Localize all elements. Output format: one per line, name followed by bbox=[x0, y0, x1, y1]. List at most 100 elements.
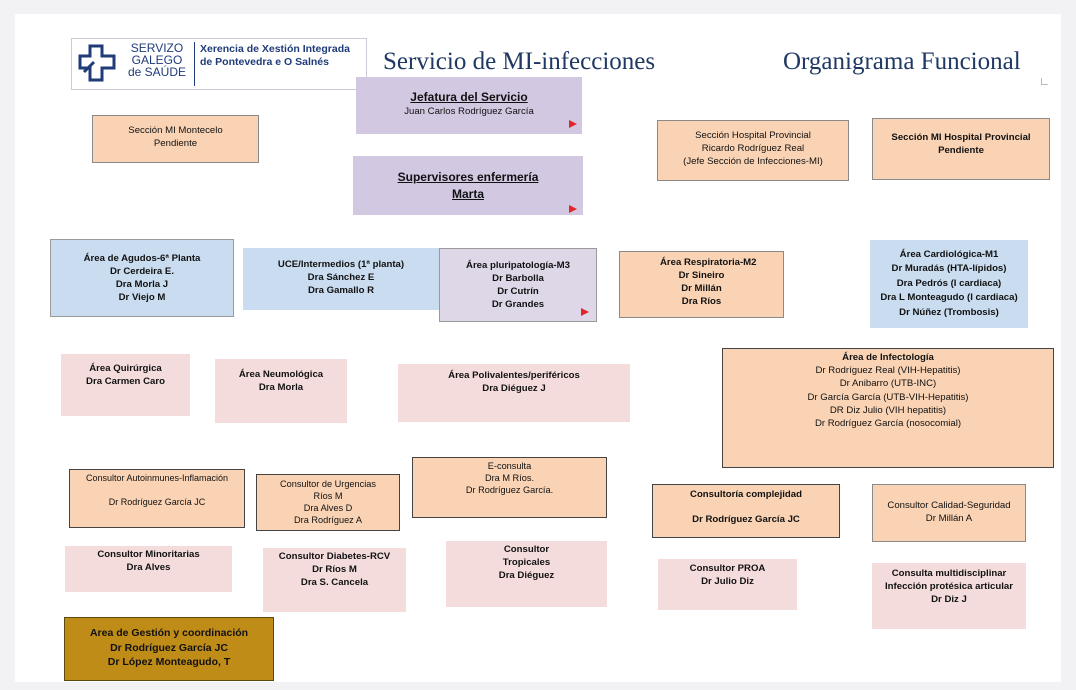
hosp-prov-name: Ricardo Rodríguez Real bbox=[701, 143, 805, 154]
logo-xerencia: Xerencia de Xestión Integrada de Ponteve… bbox=[200, 43, 366, 69]
box-seccion-hospital-provincial: Sección Hospital Provincial Ricardo Rodr… bbox=[657, 120, 849, 181]
box-e-consulta: E-consulta Dra M Ríos. Dr Rodríguez Garc… bbox=[412, 457, 607, 518]
respiratoria-member-3: Dra Ríos bbox=[681, 296, 722, 307]
cardiologica-member-2: Dra Pedrós (I cardiaca) bbox=[896, 277, 1002, 289]
box-seccion-montecelo: Sección MI Montecelo Pendiente bbox=[92, 115, 259, 163]
box-consultor-calidad: Consultor Calidad-Seguridad Dr Millán A bbox=[872, 484, 1026, 542]
box-jefatura: Jefatura del Servicio Juan Carlos Rodríg… bbox=[356, 77, 582, 134]
autoinmunes-title: Consultor Autoinmunes-Inflamación bbox=[85, 473, 229, 483]
agudos-title: Área de Agudos-6ª Planta bbox=[83, 253, 201, 264]
pluripatologia-member-3: Dr Grandes bbox=[491, 299, 545, 310]
uce-title: UCE/Intermedios (1ª planta) bbox=[277, 259, 405, 270]
logo-text-galego: GALEGO bbox=[131, 53, 183, 67]
tropicales-subtitle: Tropicales bbox=[502, 557, 551, 568]
box-consultor-diabetes: Consultor Diabetes-RCV Dr Ríos M Dra S. … bbox=[263, 548, 406, 612]
econsulta-member-1: Dra M Ríos. bbox=[484, 473, 534, 483]
quirurgica-member-1: Dra Carmen Caro bbox=[86, 376, 165, 387]
diabetes-member-2: Dra S. Cancela bbox=[300, 577, 369, 588]
multidisciplinar-subtitle: Infección protésica articular bbox=[885, 581, 1013, 592]
box-uce-intermedios: UCE/Intermedios (1ª planta) Dra Sánchez … bbox=[243, 248, 439, 310]
logo-xerencia-line2: de Pontevedra e O Salnés bbox=[200, 56, 329, 68]
agudos-member-2: Dra Morla J bbox=[115, 279, 169, 290]
box-area-infectologia: Área de Infectología Dr Rodríguez Real (… bbox=[722, 348, 1054, 468]
infectologia-member-1: Dr Rodríguez Real (VIH-Hepatitis) bbox=[815, 365, 961, 377]
pluripatologia-flag-icon bbox=[581, 308, 589, 316]
box-consultor-autoinmunes: Consultor Autoinmunes-Inflamación Dr Rod… bbox=[69, 469, 245, 528]
diabetes-title: Consultor Diabetes-RCV bbox=[278, 551, 391, 562]
logo-text-servizo: SERVIZO bbox=[130, 41, 184, 55]
montecelo-title: Sección MI Montecelo bbox=[128, 125, 223, 136]
box-consultor-minoritarias: Consultor Minoritarias Dra Alves bbox=[65, 546, 232, 592]
infectologia-member-3: Dr García García (UTB-VIH-Hepatitis) bbox=[807, 391, 969, 403]
neumologica-member-1: Dra Morla bbox=[258, 382, 304, 393]
infectologia-member-5: Dr Rodríguez García (nosocomial) bbox=[814, 418, 962, 430]
box-area-polivalentes: Área Polivalentes/periféricos Dra Diégue… bbox=[398, 364, 630, 422]
mi-hosp-prov-status: Pendiente bbox=[938, 145, 984, 156]
org-chart-sheet: SERVIZO GALEGO de SAÚDE Xerencia de Xest… bbox=[15, 14, 1061, 682]
agudos-member-1: Dr Cerdeira E. bbox=[110, 266, 174, 277]
multidisciplinar-title: Consulta multidisciplinar bbox=[891, 568, 1007, 579]
box-area-agudos: Área de Agudos-6ª Planta Dr Cerdeira E. … bbox=[50, 239, 234, 317]
cardiologica-member-1: Dr Muradás (HTA-lípidos) bbox=[891, 263, 1007, 275]
cardiologica-title: Área Cardiológica-M1 bbox=[899, 249, 999, 260]
infectologia-member-4: DR Diz Julio (VIH hepatitis) bbox=[829, 404, 947, 416]
chart-title: Organigrama Funcional bbox=[783, 48, 1021, 75]
polivalentes-member-1: Dra Diéguez J bbox=[482, 383, 546, 394]
box-consulta-multidisciplinar: Consulta multidisciplinar Infección prot… bbox=[872, 563, 1026, 629]
complejidad-member-1: Dr Rodríguez García JC bbox=[692, 514, 800, 525]
uce-member-2: Dra Gamallo R bbox=[307, 285, 375, 296]
respiratoria-member-2: Dr Millán bbox=[681, 283, 722, 294]
box-seccion-mi-hospital-provincial: Sección MI Hospital Provincial Pendiente bbox=[872, 118, 1050, 180]
box-consultoria-complejidad: Consultoría complejidad Dr Rodríguez Gar… bbox=[652, 484, 840, 538]
sergas-cross-icon bbox=[78, 44, 116, 82]
supervisores-title: Supervisores enfermería bbox=[397, 170, 539, 184]
corner-mark bbox=[1041, 78, 1048, 85]
econsulta-member-2: Dr Rodríguez García. bbox=[465, 485, 554, 495]
supervisores-flag-icon bbox=[569, 205, 577, 213]
agudos-member-3: Dr Viejo M bbox=[118, 292, 166, 303]
cardiologica-member-3: Dra L Monteagudo (I cardiaca) bbox=[880, 292, 1018, 304]
jefatura-title: Jefatura del Servicio bbox=[410, 90, 528, 104]
proa-title: Consultor PROA bbox=[689, 563, 766, 574]
complejidad-title: Consultoría complejidad bbox=[690, 489, 802, 500]
box-consultor-tropicales: Consultor Tropicales Dra Diéguez bbox=[446, 541, 607, 607]
econsulta-title: E-consulta bbox=[487, 461, 532, 471]
box-area-gestion: Area de Gestión y coordinación Dr Rodríg… bbox=[64, 617, 274, 681]
mi-hosp-prov-title: Sección MI Hospital Provincial bbox=[891, 132, 1031, 143]
quirurgica-title: Área Quirúrgica bbox=[89, 363, 162, 374]
diabetes-member-1: Dr Ríos M bbox=[312, 564, 357, 575]
box-supervisores: Supervisores enfermería Marta bbox=[353, 156, 583, 215]
logo-divider bbox=[194, 42, 195, 86]
tropicales-member-1: Dra Diéguez bbox=[498, 570, 555, 581]
polivalentes-title: Área Polivalentes/periféricos bbox=[448, 370, 580, 381]
sergas-logo: SERVIZO GALEGO de SAÚDE Xerencia de Xest… bbox=[71, 38, 367, 90]
box-area-quirurgica: Área Quirúrgica Dra Carmen Caro bbox=[61, 354, 190, 416]
pluripatologia-member-2: Dr Cutrín bbox=[497, 286, 539, 297]
infectologia-member-2: Dr Anibarro (UTB-INC) bbox=[839, 378, 937, 390]
calidad-title: Consultor Calidad-Seguridad bbox=[887, 500, 1011, 511]
supervisores-name: Marta bbox=[451, 187, 484, 201]
box-area-respiratoria: Área Respiratoria-M2 Dr Sineiro Dr Millá… bbox=[619, 251, 784, 318]
uce-member-1: Dra Sánchez E bbox=[307, 272, 375, 283]
hosp-prov-role: (Jefe Sección de Infecciones-MI) bbox=[683, 156, 823, 167]
box-area-neumologica: Área Neumológica Dra Morla bbox=[215, 359, 347, 423]
pluripatologia-title: Área pluripatología-M3 bbox=[466, 260, 570, 271]
jefatura-flag-icon bbox=[569, 120, 577, 128]
hosp-prov-title: Sección Hospital Provincial bbox=[695, 130, 811, 141]
infectologia-title: Área de Infectología bbox=[842, 352, 934, 363]
montecelo-status: Pendiente bbox=[153, 138, 198, 149]
urgencias-member-3: Dra Rodríguez A bbox=[294, 515, 362, 525]
logo-text-saude: de SAÚDE bbox=[127, 65, 187, 79]
gestion-member-1: Dr Rodríguez García JC bbox=[110, 641, 228, 654]
cardiologica-member-4: Dr Núñez (Trombosis) bbox=[899, 306, 999, 318]
multidisciplinar-member-1: Dr Diz J bbox=[931, 594, 967, 605]
service-title: Servicio de MI-infecciones bbox=[383, 48, 656, 75]
proa-member-1: Dr Julio Diz bbox=[701, 576, 754, 587]
calidad-member-1: Dr Millán A bbox=[925, 513, 973, 524]
neumologica-title: Área Neumológica bbox=[238, 369, 324, 380]
respiratoria-title: Área Respiratoria-M2 bbox=[660, 257, 757, 268]
tropicales-title: Consultor bbox=[503, 544, 550, 555]
gestion-title: Area de Gestión y coordinación bbox=[89, 627, 249, 639]
autoinmunes-member-1: Dr Rodríguez García JC bbox=[108, 497, 206, 507]
urgencias-title: Consultor de Urgencias bbox=[279, 479, 376, 489]
